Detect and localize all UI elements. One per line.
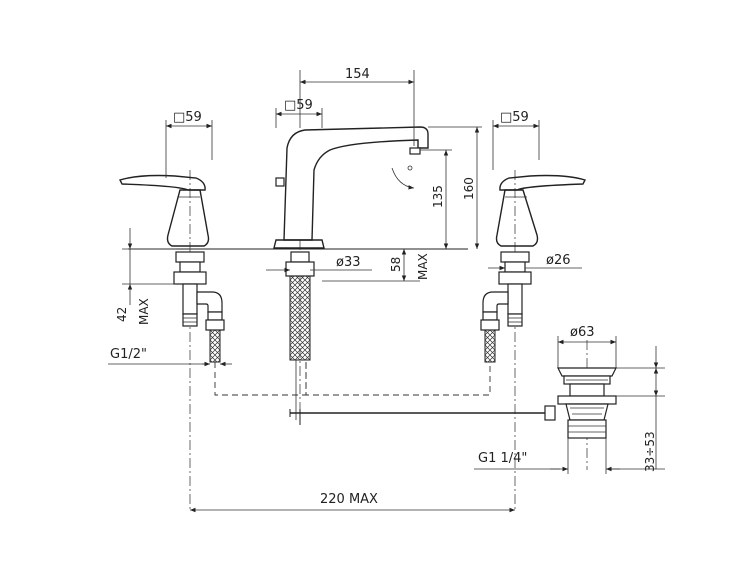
dim-valve-depth: 42 MAX [115,228,176,325]
hose-paths [214,362,491,396]
label-overall-height: 160 [462,177,476,200]
dim-deck-thickness: 58 MAX [322,249,430,282]
label-deck-thickness-unit: MAX [416,253,430,280]
dim-waste-range: 33÷53 [610,346,665,472]
label-valve-depth: 42 [115,307,129,322]
label-inlet-thread: G1/2" [110,347,147,362]
label-spout-square: □59 [284,98,313,113]
dim-valve-diameter: ø26 [488,253,582,271]
left-handle [119,174,210,247]
label-spout-body-diameter: ø33 [336,255,361,270]
dim-right-handle-square: □59 [492,110,540,170]
right-valve-body [480,251,532,363]
spout [273,126,429,249]
dim-inlet-thread: G1/2" [108,347,232,367]
label-valve-depth-unit: MAX [137,298,151,325]
label-spout-reach: 154 [345,67,370,82]
dim-center-spacing: 220 MAX [190,492,515,513]
label-waste-thread: G1 1/4" [478,451,527,466]
pop-up-waste [557,367,617,439]
label-right-handle-square: □59 [500,110,529,125]
label-valve-diameter: ø26 [546,253,571,268]
dim-spout-square: □59 [275,98,323,128]
dim-waste-thread: G1 1/4" [474,438,620,474]
dim-waste-diameter: ø63 [557,325,617,368]
dim-spout-reach: 154 [299,67,415,146]
spout-tailpiece [285,251,315,420]
left-valve-body [173,251,225,363]
label-deck-thickness: 58 [389,257,403,272]
dim-left-handle-square: □59 [165,110,213,178]
label-center-spacing: 220 MAX [320,492,378,507]
label-spout-clearance: 135 [431,185,445,208]
label-left-handle-square: □59 [173,110,202,125]
label-waste-diameter: ø63 [570,325,595,340]
popup-rod [289,405,556,425]
right-handle [495,174,586,247]
label-waste-range: 33÷53 [643,431,657,472]
dim-spout-body-diameter: ø33 [266,255,372,273]
dim-heights: 135 160 [391,126,482,249]
center-lines [189,170,588,512]
